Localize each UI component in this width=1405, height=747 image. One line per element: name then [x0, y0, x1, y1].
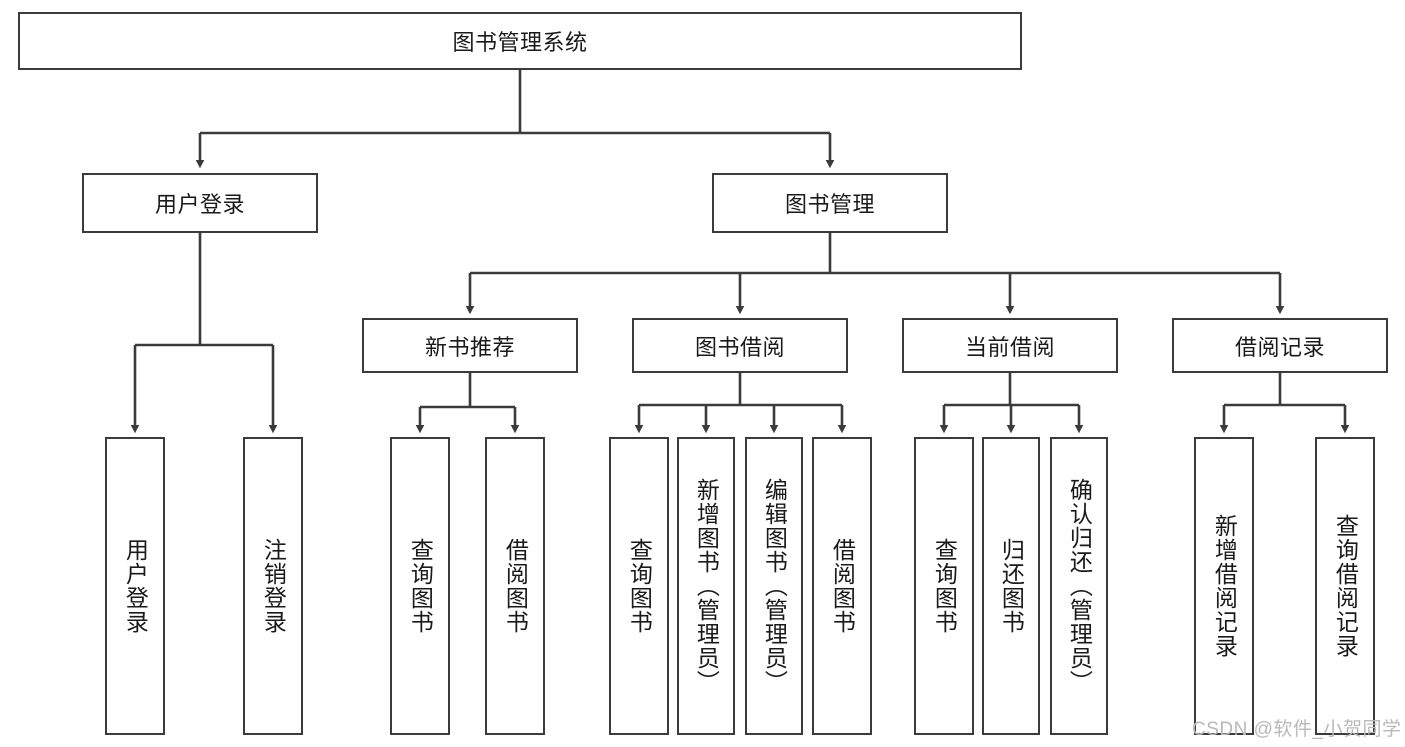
leaf-borrow-book-recommend[interactable]: 借阅图书: [485, 437, 545, 735]
leaf-add-book-admin[interactable]: 新增图书（管理员）: [677, 437, 735, 735]
leaf-query-book-current[interactable]: 查询图书: [914, 437, 974, 735]
node-label: 用户登录: [154, 192, 245, 217]
node-label: 当前借阅: [964, 334, 1055, 360]
node-label: 注销登录: [260, 538, 287, 634]
node-label: 编辑图书（管理员）: [761, 478, 788, 694]
node-label: 图书管理: [784, 192, 875, 217]
node-current-borrow[interactable]: 当前借阅: [902, 318, 1118, 373]
leaf-query-book-borrow[interactable]: 查询图书: [609, 437, 669, 735]
node-label: 查询图书: [626, 538, 653, 634]
leaf-add-borrow-record[interactable]: 新增借阅记录: [1194, 437, 1254, 735]
node-label: 图书管理系统: [452, 30, 588, 55]
node-label: 新增借阅记录: [1211, 514, 1238, 658]
node-new-book-recommend[interactable]: 新书推荐: [362, 318, 578, 373]
csdn-watermark: CSDN @软件_小贺同学: [1192, 714, 1401, 741]
node-label: 确认归还（管理员）: [1066, 478, 1093, 694]
node-label: 借阅图书: [829, 538, 856, 634]
node-label: 归还图书: [998, 538, 1025, 634]
node-book-borrow[interactable]: 图书借阅: [632, 318, 848, 373]
watermark-text: CSDN @软件_小贺同学: [1192, 719, 1402, 740]
node-label: 借阅图书: [502, 538, 529, 634]
node-label: 新书推荐: [424, 334, 515, 360]
node-label: 查询图书: [407, 538, 434, 634]
leaf-user-login[interactable]: 用户登录: [105, 437, 165, 735]
node-book-management[interactable]: 图书管理: [712, 173, 948, 233]
node-label: 新增图书（管理员）: [693, 478, 720, 694]
leaf-return-book[interactable]: 归还图书: [982, 437, 1040, 735]
node-label: 查询图书: [931, 538, 958, 634]
node-label: 图书借阅: [694, 334, 785, 360]
leaf-query-book-recommend[interactable]: 查询图书: [390, 437, 450, 735]
node-root-book-management-system[interactable]: 图书管理系统: [18, 12, 1022, 70]
leaf-edit-book-admin[interactable]: 编辑图书（管理员）: [745, 437, 803, 735]
node-label: 查询借阅记录: [1332, 514, 1359, 658]
leaf-query-borrow-record[interactable]: 查询借阅记录: [1315, 437, 1375, 735]
leaf-borrow-book-borrow[interactable]: 借阅图书: [812, 437, 872, 735]
leaf-confirm-return-admin[interactable]: 确认归还（管理员）: [1050, 437, 1108, 735]
leaf-logout-login[interactable]: 注销登录: [243, 437, 303, 735]
node-user-login[interactable]: 用户登录: [82, 173, 318, 233]
node-borrow-record[interactable]: 借阅记录: [1172, 318, 1388, 373]
node-label: 借阅记录: [1234, 334, 1325, 360]
node-label: 用户登录: [122, 538, 149, 634]
